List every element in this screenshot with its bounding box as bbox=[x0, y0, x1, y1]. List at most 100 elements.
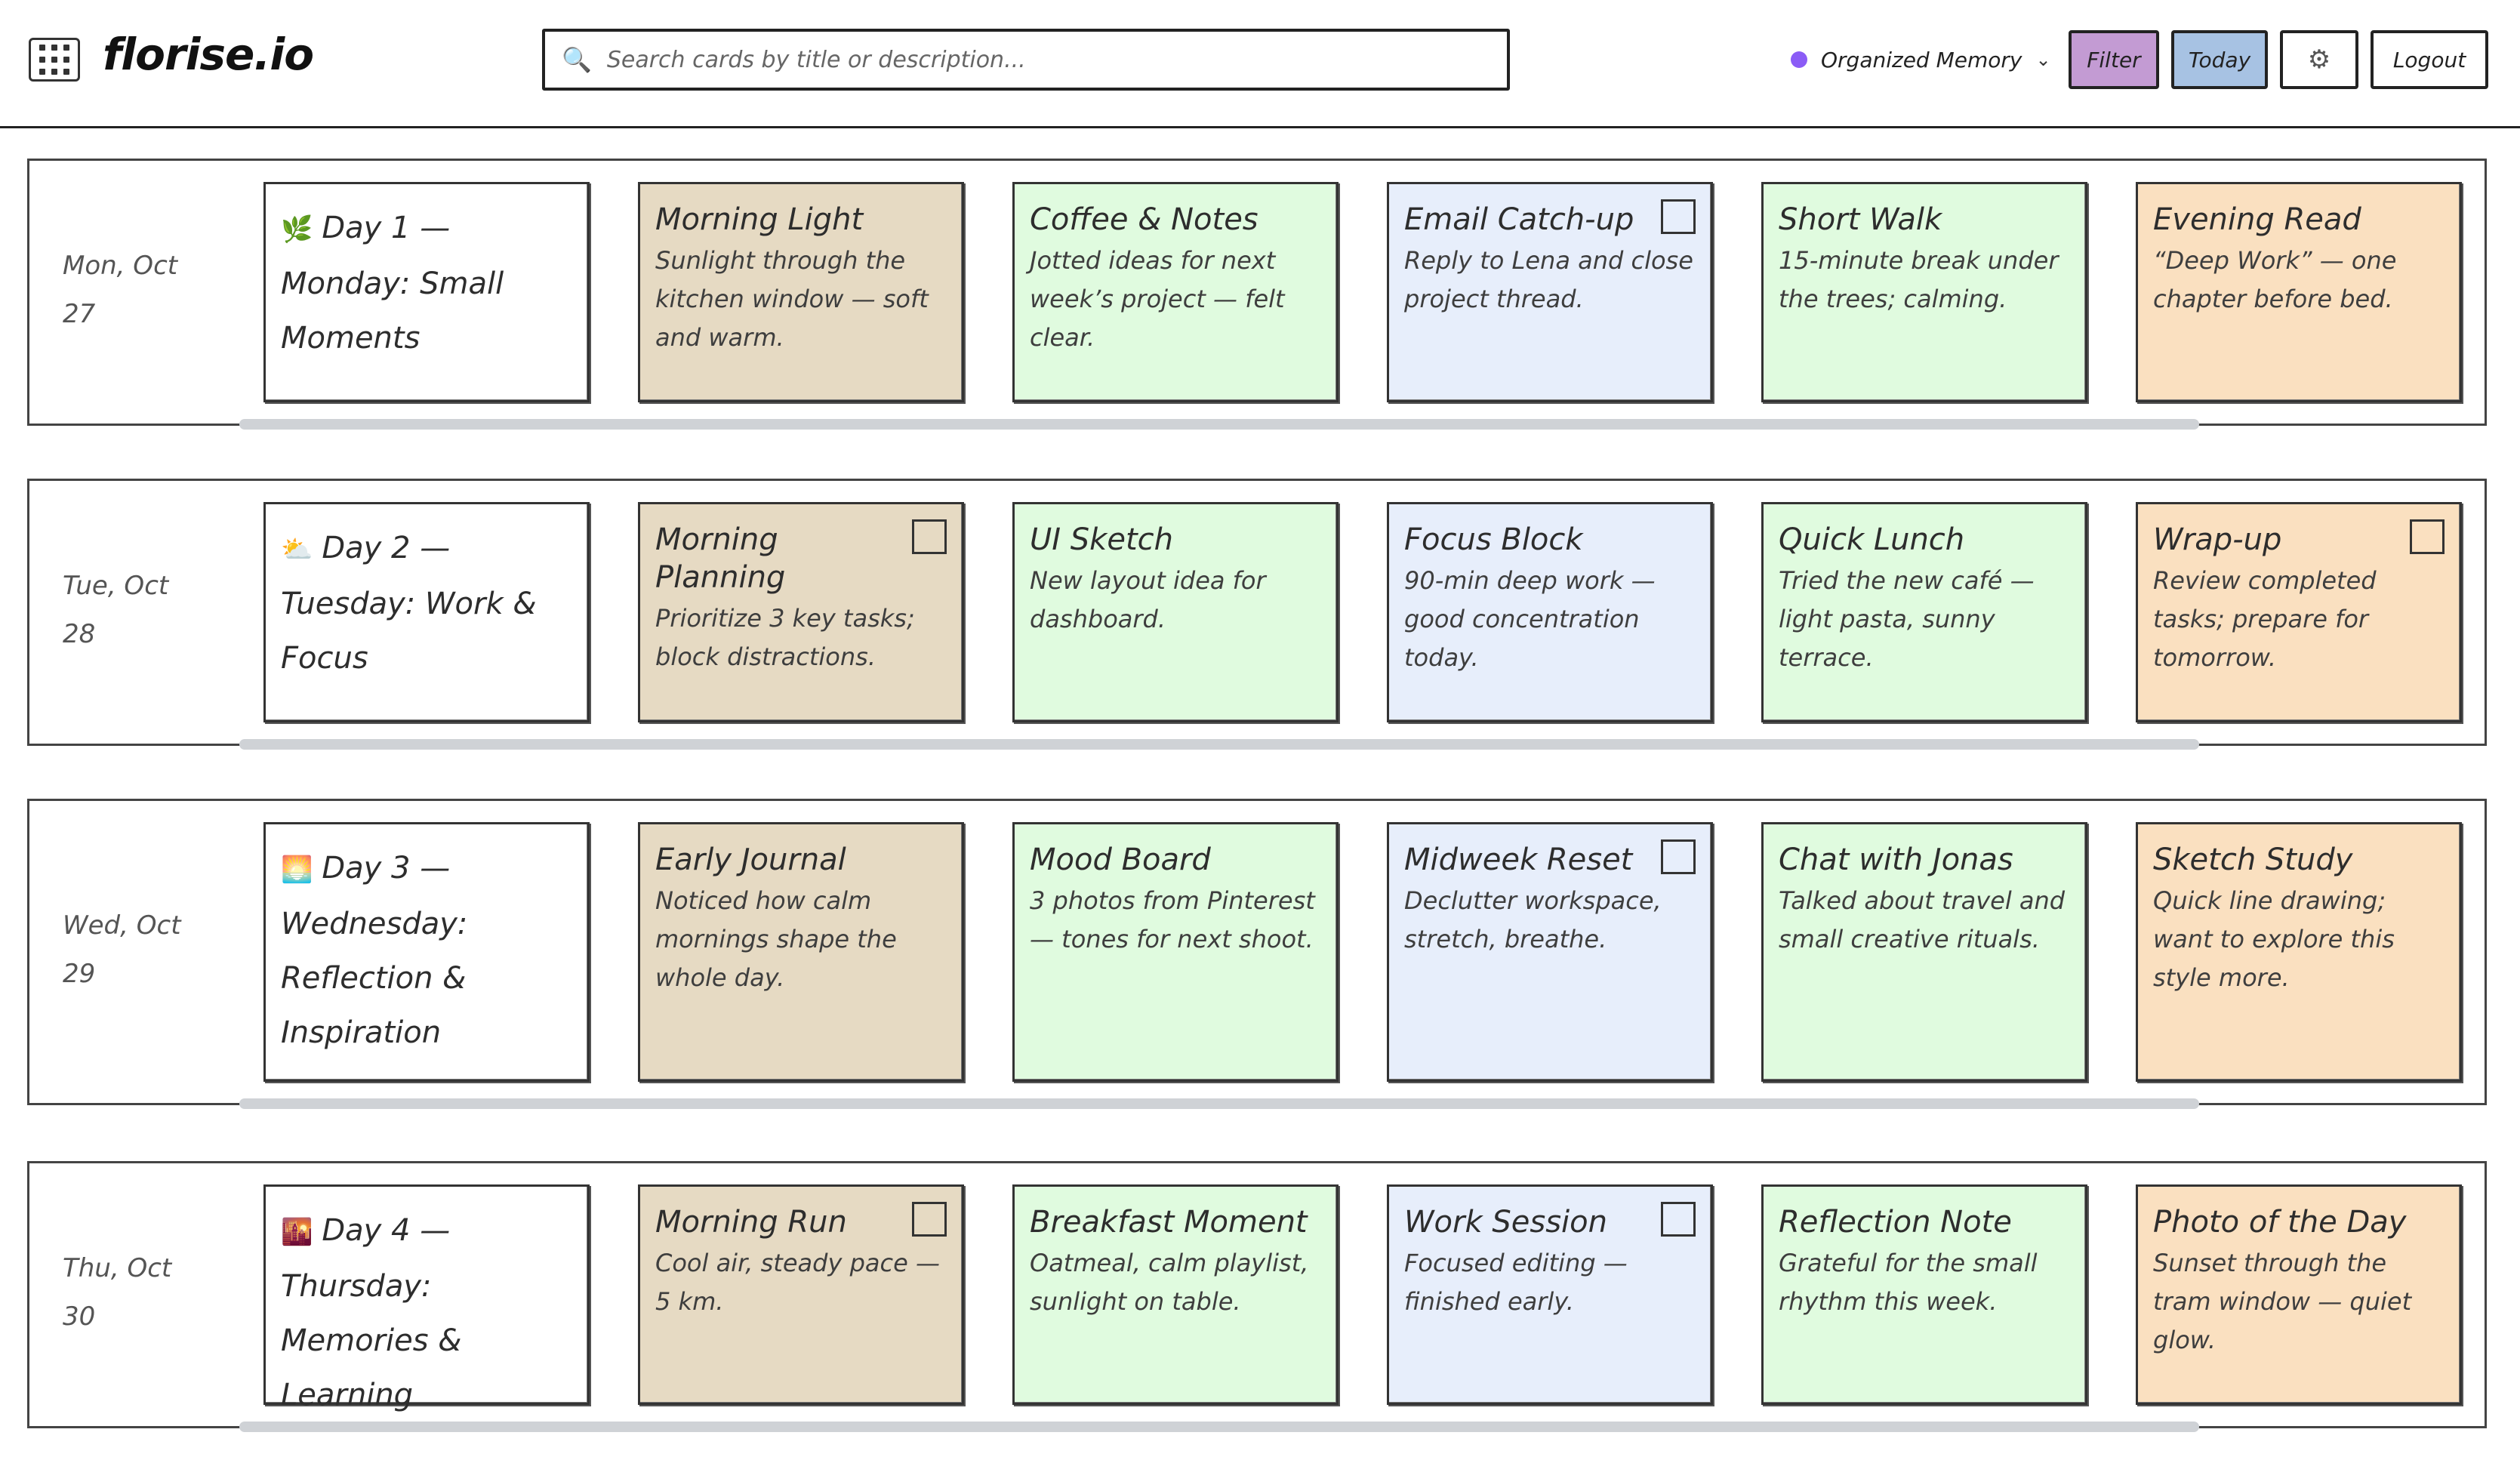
day-title-text: Day 4 — Thursday: Memories & Learning bbox=[281, 1213, 462, 1412]
search-bar: 🔍 bbox=[542, 29, 1510, 91]
today-button[interactable]: Today bbox=[2171, 30, 2268, 89]
card-title: Reflection Note bbox=[1779, 1205, 2012, 1240]
day-title-text: Day 2 — Tuesday: Work & Focus bbox=[281, 531, 537, 676]
day-row: Thu, Oct 30 🌇Day 4 — Thursday: Memories & … bbox=[27, 1161, 2487, 1432]
card-description: Grateful for the small rhythm this week. bbox=[1779, 1249, 2038, 1316]
memory-card[interactable]: Evening Read “Deep Work” — one chapter be… bbox=[2136, 182, 2462, 402]
day-date-weekday: Thu, Oct bbox=[63, 1253, 172, 1283]
card-description: Cool air, steady pace — 5 km. bbox=[655, 1249, 940, 1316]
day-date-weekday: Mon, Oct bbox=[63, 251, 178, 281]
card-description: 15-minute break under the trees; calming… bbox=[1779, 246, 2059, 313]
day-date-weekday: Wed, Oct bbox=[63, 910, 181, 941]
card-description: Sunset through the tram window — quiet g… bbox=[2153, 1249, 2412, 1354]
day-title-card[interactable]: 🌿Day 1 — Monday: Small Moments bbox=[263, 182, 590, 402]
day-date-number: 29 bbox=[63, 959, 96, 989]
horizontal-scrollbar[interactable] bbox=[239, 1098, 2199, 1109]
workspace-color-dot bbox=[1791, 51, 1807, 68]
horizontal-scrollbar[interactable] bbox=[239, 419, 2199, 430]
card-description: New layout idea for dashboard. bbox=[1030, 566, 1266, 633]
day-date-weekday: Tue, Oct bbox=[63, 571, 169, 601]
card-checkbox[interactable] bbox=[1661, 839, 1696, 874]
horizontal-scrollbar[interactable] bbox=[239, 1422, 2199, 1432]
day-title-text: Day 3 — Wednesday: Reflection & Inspirat… bbox=[281, 851, 468, 1050]
day-date-label: Thu, Oct 30 bbox=[63, 1244, 171, 1341]
card-checkbox[interactable] bbox=[2410, 519, 2445, 554]
card-title: Early Journal bbox=[655, 842, 846, 877]
card-description: Noticed how calm mornings shape the whol… bbox=[655, 886, 897, 992]
calendar-grid-icon[interactable] bbox=[29, 38, 80, 82]
card-description: 90-min deep work — good concentration to… bbox=[1404, 566, 1656, 672]
day-row: Wed, Oct 29 🌅Day 3 — Wednesday: Reflection… bbox=[27, 799, 2487, 1109]
card-title: Evening Read bbox=[2153, 202, 2361, 237]
card-description: Tried the new café — light pasta, sunny … bbox=[1779, 566, 2035, 672]
day-date-number: 28 bbox=[63, 619, 96, 649]
day-date-label: Tue, Oct 28 bbox=[63, 562, 168, 658]
card-checkbox[interactable] bbox=[1661, 199, 1696, 234]
search-input[interactable] bbox=[606, 46, 1507, 73]
app-logo: florise.io bbox=[103, 29, 314, 80]
chevron-down-icon: ⌄ bbox=[2035, 49, 2051, 70]
card-title: Wrap-up bbox=[2153, 522, 2282, 557]
day-emoji-icon: 🌿 bbox=[281, 214, 313, 245]
day-title: 🌅Day 3 — Wednesday: Reflection & Inspira… bbox=[281, 841, 572, 1060]
card-checkbox[interactable] bbox=[912, 1202, 947, 1237]
filter-button[interactable]: Filter bbox=[2069, 30, 2159, 89]
card-title: Coffee & Notes bbox=[1030, 202, 1258, 237]
card-checkbox[interactable] bbox=[1661, 1202, 1696, 1237]
card-description: Oatmeal, calm playlist, sunlight on tabl… bbox=[1030, 1249, 1309, 1316]
day-title: 🌇Day 4 — Thursday: Memories & Learning bbox=[281, 1203, 572, 1422]
day-date-label: Wed, Oct 29 bbox=[63, 901, 181, 998]
gear-icon: ⚙ bbox=[2307, 45, 2331, 75]
day-title-text: Day 1 — Monday: Small Moments bbox=[281, 211, 504, 356]
card-title: Breakfast Moment bbox=[1030, 1205, 1308, 1240]
horizontal-scrollbar[interactable] bbox=[239, 739, 2199, 750]
card-description: Talked about travel and small creative r… bbox=[1779, 886, 2066, 953]
settings-button[interactable]: ⚙ bbox=[2280, 30, 2358, 89]
card-title: Email Catch-up bbox=[1404, 202, 1634, 237]
day-title-card[interactable]: ⛅Day 2 — Tuesday: Work & Focus bbox=[263, 502, 590, 722]
card-title: Photo of the Day bbox=[2153, 1205, 2407, 1240]
card-title: Morning Run bbox=[655, 1205, 847, 1240]
card-checkbox[interactable] bbox=[912, 519, 947, 554]
card-description: Reply to Lena and close project thread. bbox=[1404, 246, 1693, 313]
card-title: UI Sketch bbox=[1030, 522, 1173, 557]
app-header: florise.io 🔍 Organized Memory ⌄ Filter T… bbox=[0, 0, 2520, 128]
day-row: Tue, Oct 28 ⛅Day 2 — Tuesday: Work & Focus… bbox=[27, 479, 2487, 750]
card-title: Mood Board bbox=[1030, 842, 1211, 877]
day-date-number: 30 bbox=[63, 1301, 96, 1332]
card-title: Chat with Jonas bbox=[1779, 842, 2013, 877]
day-title-card[interactable]: 🌅Day 3 — Wednesday: Reflection & Inspira… bbox=[263, 822, 590, 1082]
card-description: Jotted ideas for next week’s project — f… bbox=[1030, 246, 1285, 352]
card-description: “Deep Work” — one chapter before bed. bbox=[2153, 246, 2397, 313]
day-title-card[interactable]: 🌇Day 4 — Thursday: Memories & Learning bbox=[263, 1184, 590, 1412]
card-title: Quick Lunch bbox=[1779, 522, 1965, 557]
card-description: Sunlight through the kitchen window — so… bbox=[655, 246, 929, 352]
card-title: Morning Light bbox=[655, 202, 864, 237]
workspace-selector[interactable]: Organized Memory ⌄ bbox=[1791, 41, 2051, 79]
logout-button[interactable]: Logout bbox=[2371, 30, 2488, 89]
workspace-label: Organized Memory bbox=[1821, 47, 2022, 72]
card-description: Quick line drawing; want to explore this… bbox=[2153, 886, 2395, 992]
day-emoji-icon: ⛅ bbox=[281, 534, 313, 565]
card-title: Sketch Study bbox=[2153, 842, 2353, 877]
